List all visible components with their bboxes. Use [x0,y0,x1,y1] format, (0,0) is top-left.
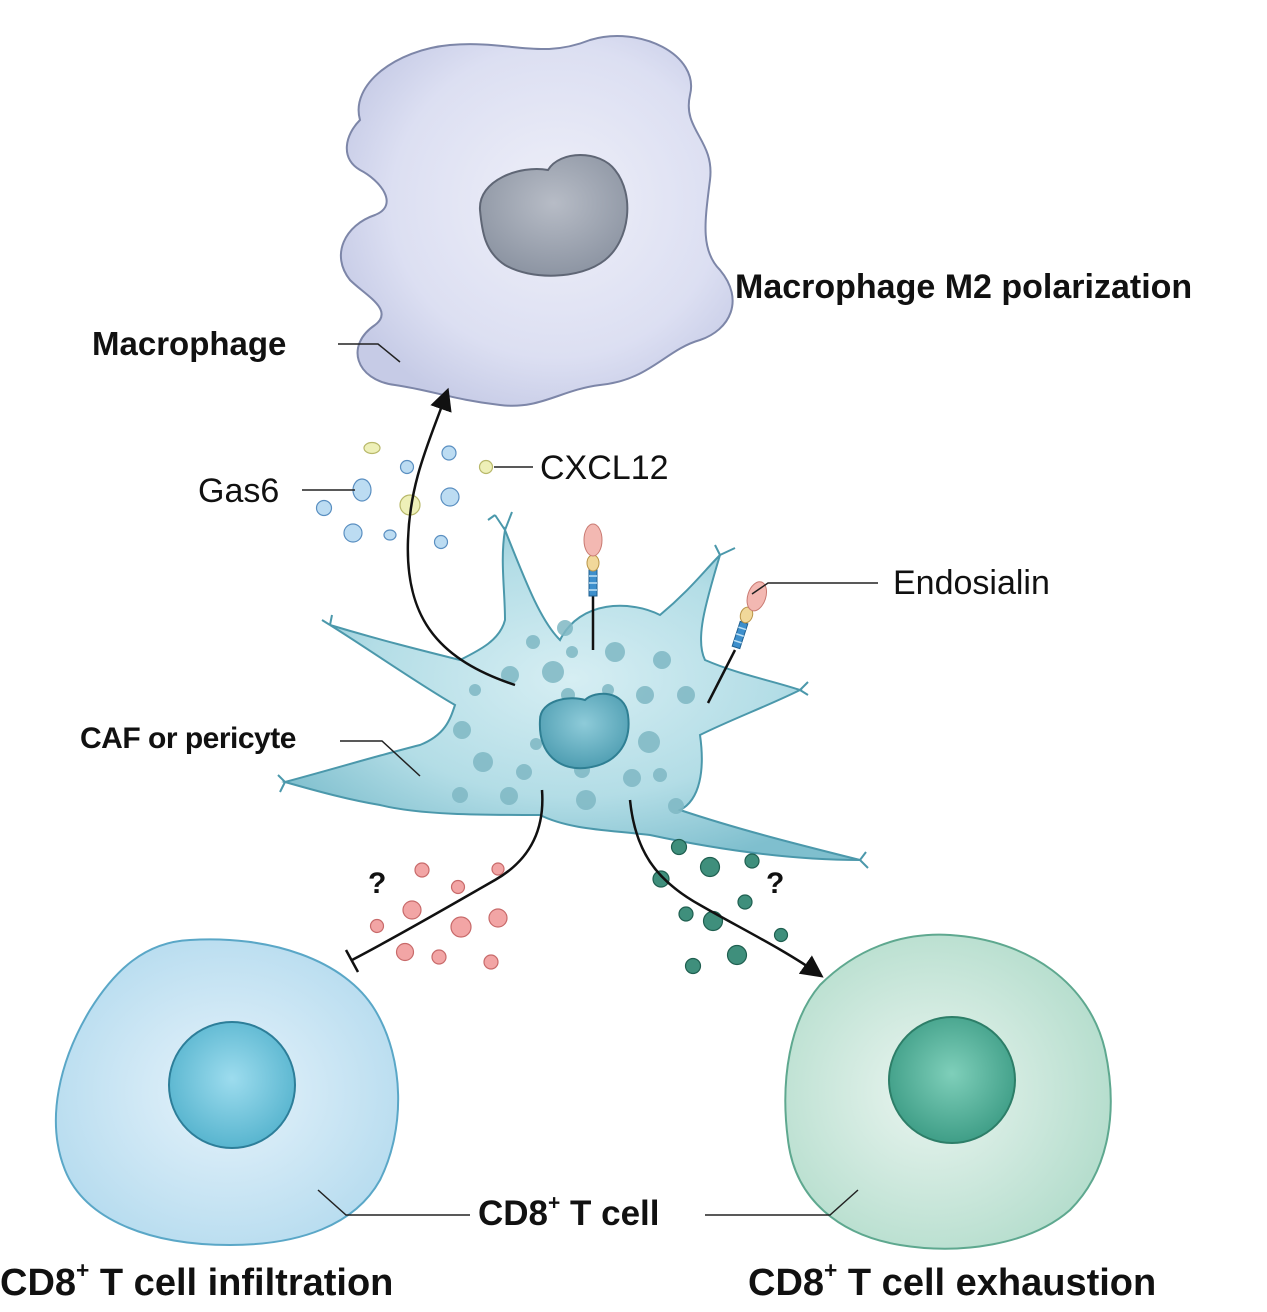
caf-tip-right [799,681,809,696]
endosialin-receptor-right [706,581,768,704]
macrophage-nucleus [478,154,629,277]
endosialin-receptor-top [583,523,603,650]
cxcl12-molecules [363,441,494,516]
label-question-left: ? [368,867,387,900]
label-gas6: Gas6 [198,472,280,510]
label-cd8-tcell-sup: + [548,1191,561,1215]
arrow-caf-to-exhaustion [628,799,824,978]
caf-granules [452,620,695,814]
label-cd8-tcell: CD8+ T cell [478,1192,660,1233]
tcell-left-nucleus [168,1021,296,1149]
label-endosialin: Endosialin [893,564,1050,602]
caf-nucleus [538,692,630,770]
label-infiltration-sup: + [76,1256,90,1283]
pink-molecules [369,862,508,970]
inhibit-bar [344,949,360,973]
label-infiltration-post: T cell infiltration [89,1262,394,1304]
caf-tip-topright [714,544,736,556]
label-exhaustion: CD8+ T cell exhaustion [748,1259,1157,1304]
leader-macrophage [338,343,401,363]
label-infiltration-pre: CD8 [0,1262,77,1304]
green-molecules [652,838,789,975]
inhibit-caf-to-infiltration [351,789,544,962]
caf-cell [277,511,869,869]
tcell-right-nucleus [888,1016,1016,1144]
leader-tcell-left [317,1189,470,1216]
label-cd8-tcell-post: T cell [560,1194,660,1233]
label-cd8-tcell-pre: CD8 [478,1194,549,1233]
caf-tip-top [487,511,513,531]
leader-tcell-right [705,1189,859,1216]
macrophage-cell [339,35,734,407]
gas6-molecules [315,445,460,550]
label-exhaustion-sup: + [824,1256,838,1283]
leader-endosialin [751,582,878,595]
label-question-right: ? [766,867,785,900]
label-caf: CAF or pericyte [80,722,296,755]
caf-tip-left [277,774,286,793]
label-infiltration: CD8+ T cell infiltration [0,1259,394,1304]
tcell-left [54,938,400,1247]
caf-tip-topleft [321,614,333,626]
label-exhaustion-pre: CD8 [748,1262,825,1304]
arrow-caf-to-macrophage [406,387,516,687]
leader-caf [340,740,421,777]
label-exhaustion-post: T cell exhaustion [837,1262,1157,1304]
label-macrophage: Macrophage [92,325,287,362]
tcell-right [784,933,1112,1250]
label-macrophage-m2: Macrophage M2 polarization [735,268,1193,306]
label-cxcl12: CXCL12 [540,449,669,487]
caf-tip-bottomright [859,851,869,869]
